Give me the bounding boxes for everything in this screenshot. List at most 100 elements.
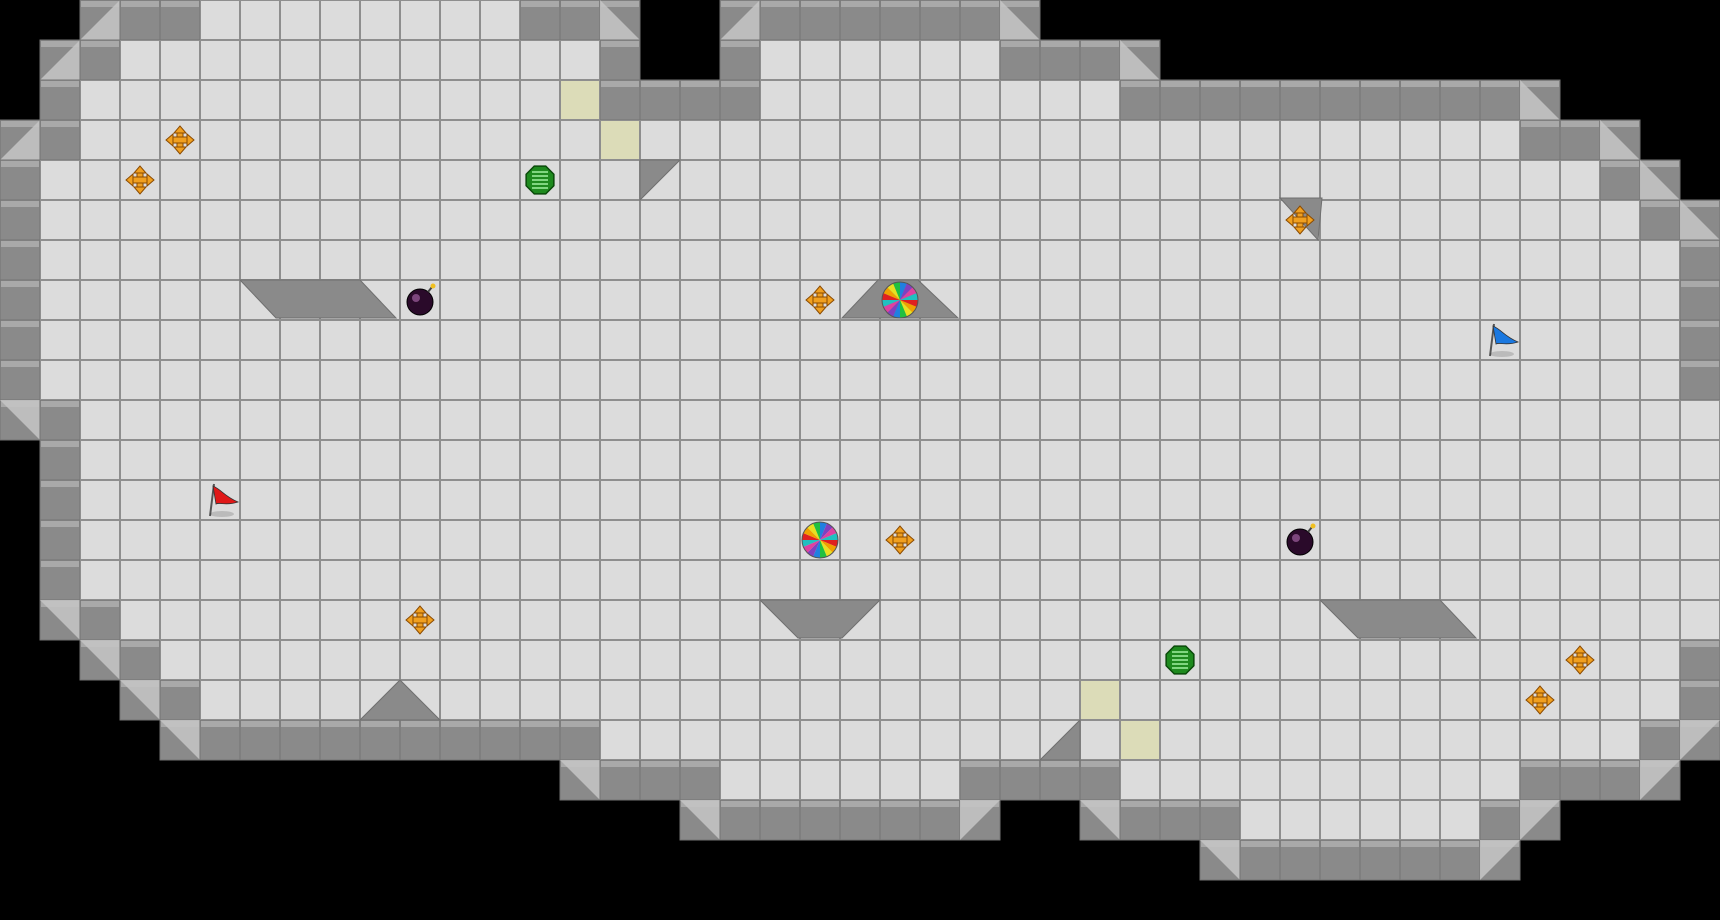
floor-tile (1040, 560, 1080, 600)
grid-cell (1360, 720, 1400, 760)
grid-cell (320, 600, 360, 640)
grid-cell (480, 560, 520, 600)
grid-cell (1040, 640, 1080, 680)
grid-cell (200, 280, 240, 320)
floor-tile (800, 80, 840, 120)
grid-cell (880, 400, 920, 440)
floor-tile (920, 40, 960, 80)
floor-tile (1640, 400, 1680, 440)
floor-tile (680, 320, 720, 360)
grid-cell (1360, 160, 1400, 200)
boost-icon (405, 605, 435, 635)
floor-tile (1480, 240, 1520, 280)
grid-cell (1320, 400, 1360, 440)
grid-cell (400, 520, 440, 560)
floor-tile (160, 80, 200, 120)
grid-cell (320, 200, 360, 240)
floor-tile (1680, 600, 1720, 640)
floor-tile (1120, 120, 1160, 160)
floor-tile (1240, 680, 1280, 720)
grid-cell (520, 480, 560, 520)
grid-cell (1200, 560, 1240, 600)
wall-highlight (801, 1, 839, 7)
floor-tile (1040, 480, 1080, 520)
grid-cell (1240, 680, 1280, 720)
grid-cell (200, 240, 240, 280)
boost-arrow (146, 172, 155, 188)
wall-highlight (881, 1, 919, 7)
portal-segment (893, 300, 900, 318)
floor-tile (960, 200, 1000, 240)
floor-tile (880, 200, 920, 240)
grid-cell (640, 480, 680, 520)
floor-tile (680, 560, 720, 600)
floor-tile (240, 640, 280, 680)
wall-bevel (1520, 800, 1560, 840)
floor-tile (480, 400, 520, 440)
wall-highlight (1001, 41, 1039, 47)
grid-cell (1240, 360, 1280, 400)
grid-cell (720, 760, 760, 800)
grid-cell (680, 520, 720, 560)
floor-tile (1240, 120, 1280, 160)
floor-tile (1600, 240, 1640, 280)
floor-tile (880, 40, 920, 80)
wall-bevel (720, 0, 760, 40)
floor-tile (240, 320, 280, 360)
boost-arrow (1292, 226, 1308, 235)
grid-cell (1000, 80, 1040, 120)
grid-cell (440, 520, 480, 560)
boost-arrow (186, 132, 195, 148)
grid-cell (1240, 640, 1280, 680)
floor-tile (200, 440, 240, 480)
grid-cell (440, 360, 480, 400)
floor-tile (520, 680, 560, 720)
floor-tile (1560, 720, 1600, 760)
grid-cell (1640, 440, 1680, 480)
grid-cell (240, 320, 280, 360)
grid-cell (120, 520, 160, 560)
grid-cell (1640, 240, 1680, 280)
grid-cell (320, 480, 360, 520)
grid-cell (680, 560, 720, 600)
floor-tile (840, 200, 880, 240)
grid-cell (1520, 400, 1560, 440)
grid-cell (720, 400, 760, 440)
wall-highlight (1361, 81, 1399, 87)
floor-tile (560, 480, 600, 520)
floor-tile (320, 480, 360, 520)
grid-cell (1360, 480, 1400, 520)
grid-cell (1000, 440, 1040, 480)
floor-tile (560, 160, 600, 200)
grid-cell (1480, 600, 1520, 640)
grid-cell (1280, 720, 1320, 760)
floor-tile (760, 280, 800, 320)
floor-tile (1320, 280, 1360, 320)
portal-segment (813, 540, 820, 558)
grid-cell (480, 520, 520, 560)
floor-tile (200, 640, 240, 680)
floor-tile (1000, 280, 1040, 320)
wall-highlight (161, 681, 199, 687)
grid-cell (1400, 760, 1440, 800)
floor-tile (80, 360, 120, 400)
floor-tile (1400, 680, 1440, 720)
floor-tile (1200, 680, 1240, 720)
floor-tile (320, 240, 360, 280)
floor-tile (1240, 360, 1280, 400)
floor-tile (1360, 720, 1400, 760)
grid-cell (1480, 440, 1520, 480)
grid-cell (1320, 120, 1360, 160)
floor-tile (160, 400, 200, 440)
floor-tile (1520, 640, 1560, 680)
grid-cell (1280, 480, 1320, 520)
floor-tile (520, 400, 560, 440)
wall-highlight (1, 201, 39, 207)
grid-cell (1560, 320, 1600, 360)
grid-cell (920, 640, 960, 680)
wall-bevel (1680, 200, 1720, 240)
grid-cell (1640, 400, 1680, 440)
blue-flag-icon (1489, 323, 1520, 357)
floor-tile (1440, 360, 1480, 400)
floor-tile (640, 600, 680, 640)
